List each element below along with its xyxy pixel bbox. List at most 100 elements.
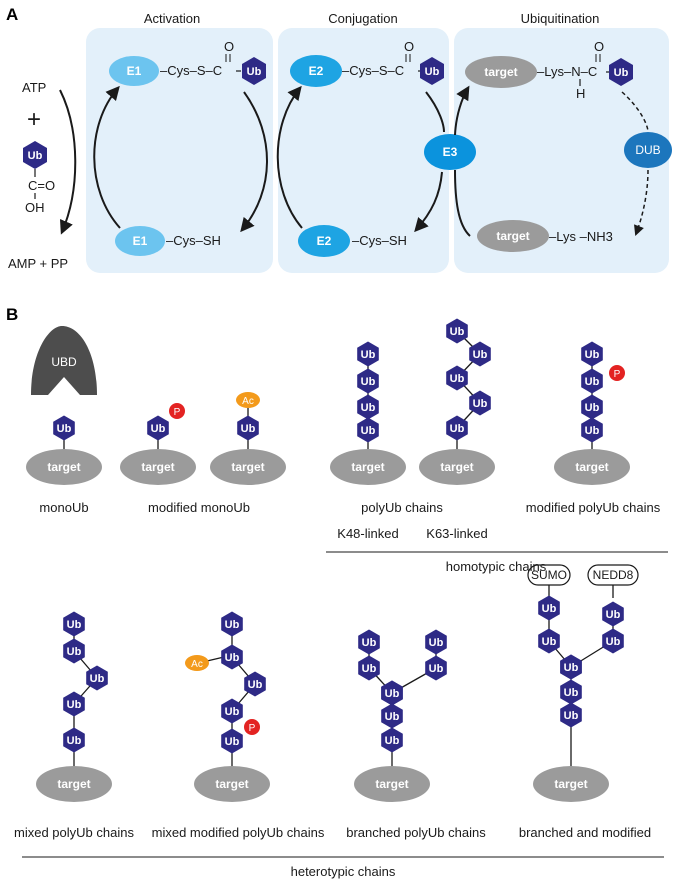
atp-label: ATP bbox=[22, 80, 46, 95]
target-ub: Ub bbox=[609, 58, 633, 86]
ub-label: Ub bbox=[57, 423, 72, 435]
ub-label: Ub bbox=[564, 710, 579, 722]
ub-hexagon: Ub bbox=[381, 727, 403, 753]
ub-label: Ub bbox=[606, 636, 621, 648]
ub-label: Ub bbox=[385, 688, 400, 700]
e2-release-arrow bbox=[414, 171, 443, 233]
ub-oxygen: O bbox=[594, 39, 604, 54]
ub-hexagon: Ub bbox=[469, 341, 491, 367]
e1-cys-sh-label: –Cys–SH bbox=[166, 233, 221, 248]
e2-cys-sh-label: –Cys–SH bbox=[352, 233, 407, 248]
target-label: target bbox=[440, 460, 473, 474]
hydroxyl-label: OH bbox=[25, 200, 45, 215]
chain-link bbox=[206, 656, 225, 662]
caption-homotypic: homotypic chains bbox=[446, 559, 547, 574]
header-activation: Activation bbox=[144, 11, 200, 26]
e1-loading-arrow bbox=[93, 85, 121, 229]
ub-hexagon: Ub bbox=[221, 698, 243, 724]
e1-transfer-arrow bbox=[240, 91, 268, 233]
ub-hexagon: Ub bbox=[357, 417, 379, 443]
target-protein: target bbox=[354, 766, 430, 802]
caption-branched-modified: branched and modified bbox=[519, 825, 651, 840]
target-protein: target bbox=[36, 766, 112, 802]
free-target bbox=[477, 220, 549, 252]
target-protein: target bbox=[120, 449, 196, 485]
ub-hexagon: Ub bbox=[581, 368, 603, 394]
ub-label: Ub bbox=[585, 349, 600, 361]
caption-branched: branched polyUb chains bbox=[346, 825, 486, 840]
target-protein: target bbox=[330, 449, 406, 485]
ub-label: Ub bbox=[429, 663, 444, 675]
phosphorylation-mark: P bbox=[244, 719, 260, 735]
ub-label: Ub bbox=[385, 711, 400, 723]
ub-hexagon: Ub bbox=[425, 655, 447, 681]
caption-mixed-modified: mixed modified polyUb chains bbox=[152, 825, 325, 840]
ub-hexagon: Ub bbox=[469, 390, 491, 416]
ub-label: Ub bbox=[28, 150, 43, 162]
target-protein: target bbox=[419, 449, 495, 485]
e1-label: E1 bbox=[127, 64, 142, 78]
sumo-modifier bbox=[527, 564, 571, 586]
ub-label: Ub bbox=[564, 687, 579, 699]
ub-label: Ub bbox=[361, 425, 376, 437]
phosphorylation-mark: P bbox=[169, 403, 185, 419]
caption-k48: K48-linked bbox=[337, 526, 398, 541]
target-protein: target bbox=[26, 449, 102, 485]
target-label: target bbox=[231, 460, 264, 474]
caption-polyub: polyUb chains bbox=[361, 500, 443, 515]
nedd8-label: NEDD8 bbox=[593, 568, 634, 582]
ub-hexagon: Ub bbox=[357, 394, 379, 420]
ub-hexagon: Ub bbox=[602, 601, 624, 627]
target-label: target bbox=[375, 777, 408, 791]
ub-hexagon: Ub bbox=[581, 394, 603, 420]
target-label: target bbox=[47, 460, 80, 474]
ub-hexagon: Ub bbox=[357, 368, 379, 394]
e2-label: E2 bbox=[309, 64, 324, 78]
ub-label: Ub bbox=[429, 637, 444, 649]
e1-free-label: E1 bbox=[133, 234, 148, 248]
caption-modified-monoub: modified monoUb bbox=[148, 500, 250, 515]
panel-a-label: A bbox=[6, 5, 18, 24]
ub-label: Ub bbox=[361, 402, 376, 414]
ubd-label: UBD bbox=[51, 355, 77, 369]
target-label: target bbox=[575, 460, 608, 474]
phosphorylation-mark: P bbox=[609, 365, 625, 381]
ub-hexagon: Ub bbox=[581, 417, 603, 443]
e2-oxygen: O bbox=[404, 39, 414, 54]
ub-hexagon: Ub bbox=[560, 679, 582, 705]
ub-label: Ub bbox=[614, 67, 629, 79]
target-protein: target bbox=[533, 766, 609, 802]
plus-sign: + bbox=[27, 106, 41, 133]
ub-hexagon: Ub bbox=[560, 702, 582, 728]
ub-label: Ub bbox=[225, 736, 240, 748]
caption-heterotypic: heterotypic chains bbox=[291, 864, 396, 879]
nedd8-modifier bbox=[587, 564, 639, 586]
ub-hexagon: Ub bbox=[63, 691, 85, 717]
phospho-label: P bbox=[174, 407, 181, 418]
target-ub-conjugate bbox=[465, 56, 537, 88]
dub-dashed-line bbox=[621, 91, 649, 133]
ubiquitination-arrow bbox=[454, 85, 470, 136]
ub-hexagon: Ub bbox=[147, 415, 169, 441]
ub-hexagon: Ub bbox=[237, 415, 259, 441]
ub-label: Ub bbox=[361, 349, 376, 361]
phospho-label: P bbox=[614, 369, 621, 380]
atp-consumption-arrow bbox=[59, 89, 77, 235]
target-label: target bbox=[496, 229, 529, 243]
e1-oxygen: O bbox=[224, 39, 234, 54]
caption-mixed: mixed polyUb chains bbox=[14, 825, 134, 840]
ub-label: Ub bbox=[585, 402, 600, 414]
ub-label: Ub bbox=[450, 373, 465, 385]
target-label: target bbox=[57, 777, 90, 791]
ub-label: Ub bbox=[450, 326, 465, 338]
activation-box bbox=[86, 28, 273, 273]
ub-hexagon: Ub bbox=[602, 628, 624, 654]
conjugation-box bbox=[278, 28, 449, 273]
target-protein: target bbox=[210, 449, 286, 485]
ub-label: Ub bbox=[585, 376, 600, 388]
ub-label: Ub bbox=[67, 699, 82, 711]
e1-thioester-label: –Cys–S–C bbox=[160, 63, 222, 78]
ub-label: Ub bbox=[542, 603, 557, 615]
ub-hexagon: Ub bbox=[63, 611, 85, 637]
